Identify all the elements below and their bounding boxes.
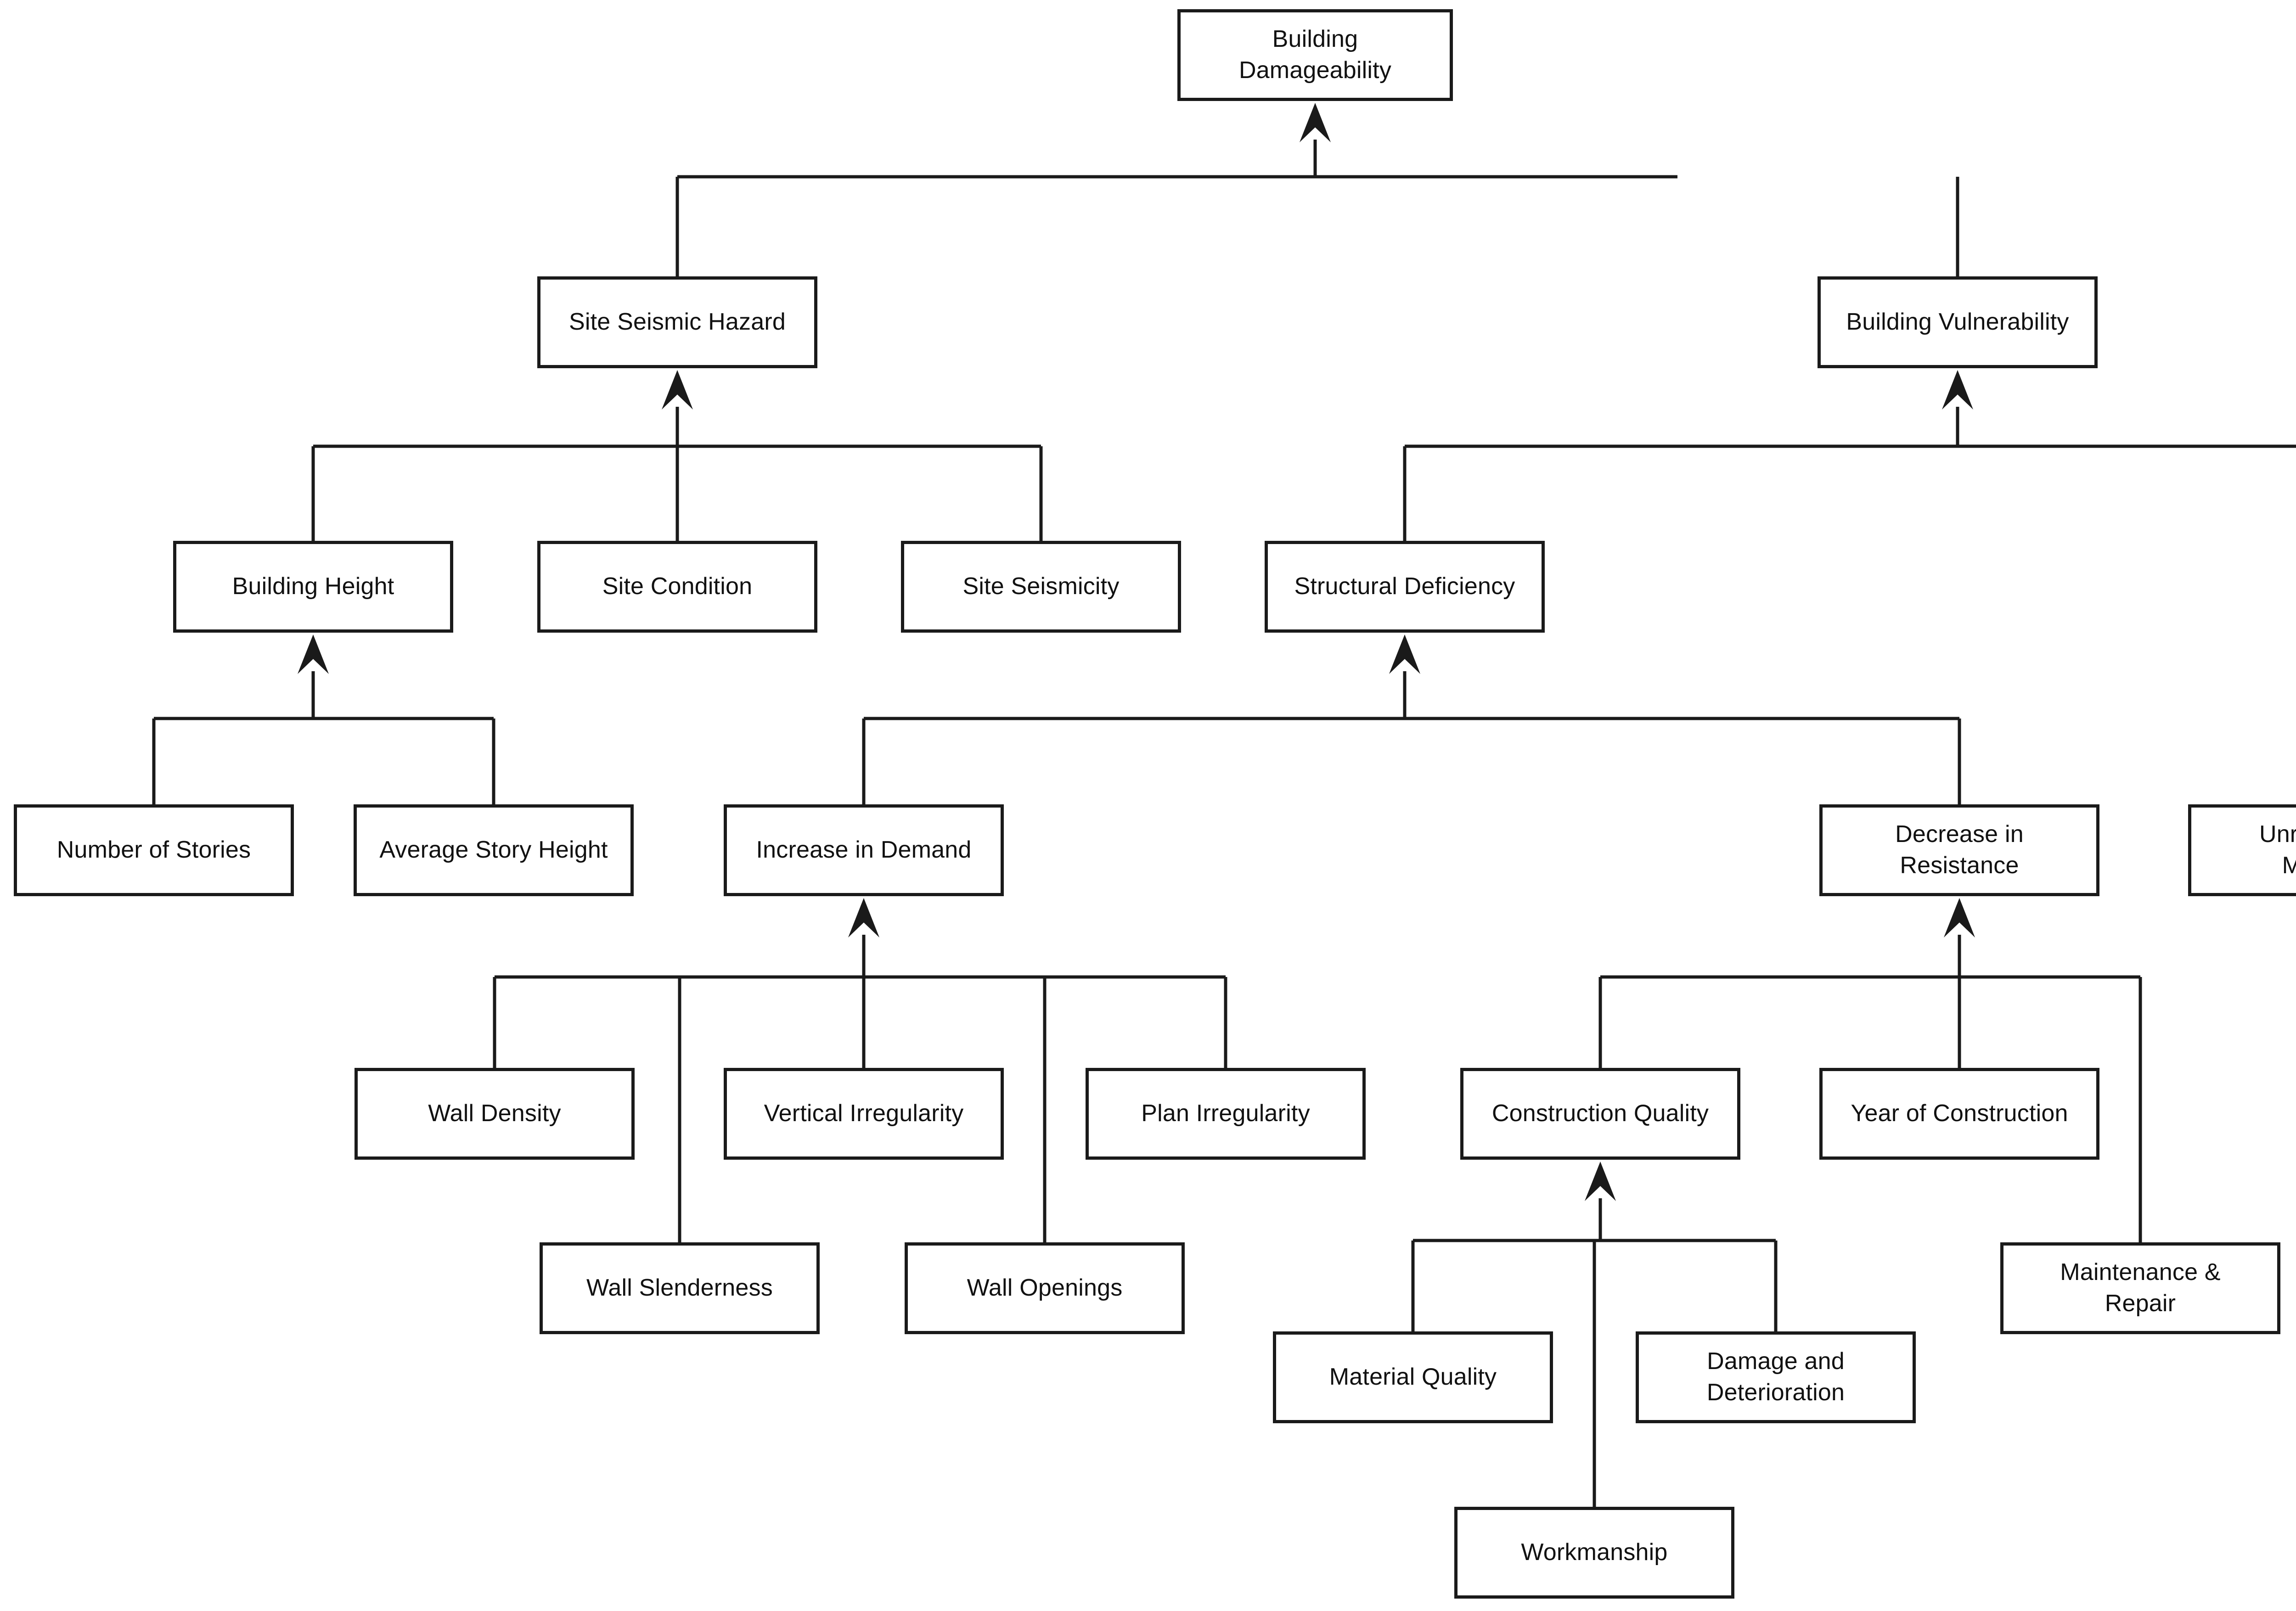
arrowhead-structural_deficiency (1389, 634, 1420, 674)
node-label-increase-in-demand: Increase in Demand (756, 836, 972, 864)
node-label-structural-deficiency: Structural Deficiency (1294, 573, 1515, 600)
arrowhead-construction_quality (1585, 1162, 1616, 1201)
node-label-building-vulnerability: Building Vulnerability (1846, 309, 2069, 336)
node-label-plan-irregularity: Plan Irregularity (1141, 1100, 1310, 1127)
node-label-construction-quality: Construction Quality (1491, 1100, 1709, 1127)
node-label-vertical-irregularity: Vertical Irregularity (764, 1100, 964, 1127)
node-label-site-condition: Site Condition (602, 573, 753, 600)
node-construction-quality[interactable]: Construction Quality (1460, 1068, 1740, 1160)
node-damage-deterioration[interactable]: Damage and Deterioration (1636, 1331, 1916, 1423)
node-label-maintenance-repair: Maintenance & Repair (2060, 1259, 2221, 1317)
node-site-seismic-hazard[interactable]: Site Seismic Hazard (537, 276, 817, 368)
node-label-decrease-in-resistance: Decrease in Resistance (1895, 821, 2024, 879)
arrowhead-building_damageability (1300, 103, 1331, 142)
node-increase-in-demand[interactable]: Increase in Demand (724, 804, 1004, 896)
node-label-number-of-stories: Number of Stories (56, 836, 251, 864)
arrowhead-decrease_in_resistance (1944, 898, 1975, 937)
node-number-of-stories[interactable]: Number of Stories (14, 804, 294, 896)
node-label-building-height: Building Height (232, 573, 394, 600)
node-site-condition[interactable]: Site Condition (537, 541, 817, 633)
node-label-wall-density: Wall Density (428, 1100, 561, 1127)
node-label-site-seismicity: Site Seismicity (962, 573, 1120, 600)
node-year-of-construction[interactable]: Year of Construction (1819, 1068, 2099, 1160)
node-wall-density[interactable]: Wall Density (355, 1068, 635, 1160)
node-label-year-of-construction: Year of Construction (1851, 1100, 2068, 1127)
node-vertical-irregularity[interactable]: Vertical Irregularity (724, 1068, 1004, 1160)
node-label-damage-deterioration: Damage and Deterioration (1706, 1348, 1845, 1406)
node-decrease-in-resistance[interactable]: Decrease in Resistance (1819, 804, 2099, 896)
node-wall-openings[interactable]: Wall Openings (905, 1242, 1185, 1334)
node-unreinforced-masonry[interactable]: Unreinforced Masonry (2188, 804, 2296, 896)
node-material-quality[interactable]: Material Quality (1273, 1331, 1553, 1423)
arrowhead-building_vulnerability (1942, 370, 1973, 410)
node-building-vulnerability[interactable]: Building Vulnerability (1818, 276, 2098, 368)
node-label-material-quality: Material Quality (1329, 1364, 1497, 1391)
node-label-unreinforced-masonry: Unreinforced Masonry (2259, 821, 2296, 879)
node-site-seismicity[interactable]: Site Seismicity (901, 541, 1181, 633)
node-maintenance-repair[interactable]: Maintenance & Repair (2000, 1242, 2280, 1334)
node-workmanship[interactable]: Workmanship (1454, 1507, 1734, 1599)
node-structural-deficiency[interactable]: Structural Deficiency (1265, 541, 1545, 633)
node-label-building-damageability: Building Damageability (1238, 26, 1392, 84)
arrowhead-increase_in_demand (848, 898, 879, 937)
node-building-height[interactable]: Building Height (173, 541, 453, 633)
node-plan-irregularity[interactable]: Plan Irregularity (1086, 1068, 1366, 1160)
arrowhead-building_height (298, 634, 329, 674)
node-label-wall-openings: Wall Openings (967, 1274, 1123, 1302)
node-label-wall-slenderness: Wall Slenderness (586, 1274, 773, 1302)
node-label-site-seismic-hazard: Site Seismic Hazard (569, 309, 786, 336)
arrowhead-site_seismic_hazard (662, 370, 693, 410)
node-average-story-height[interactable]: Average Story Height (354, 804, 634, 896)
node-building-damageability[interactable]: Building Damageability (1177, 9, 1453, 101)
node-wall-slenderness[interactable]: Wall Slenderness (540, 1242, 820, 1334)
node-label-workmanship: Workmanship (1521, 1539, 1668, 1566)
node-label-average-story-height: Average Story Height (379, 836, 608, 864)
